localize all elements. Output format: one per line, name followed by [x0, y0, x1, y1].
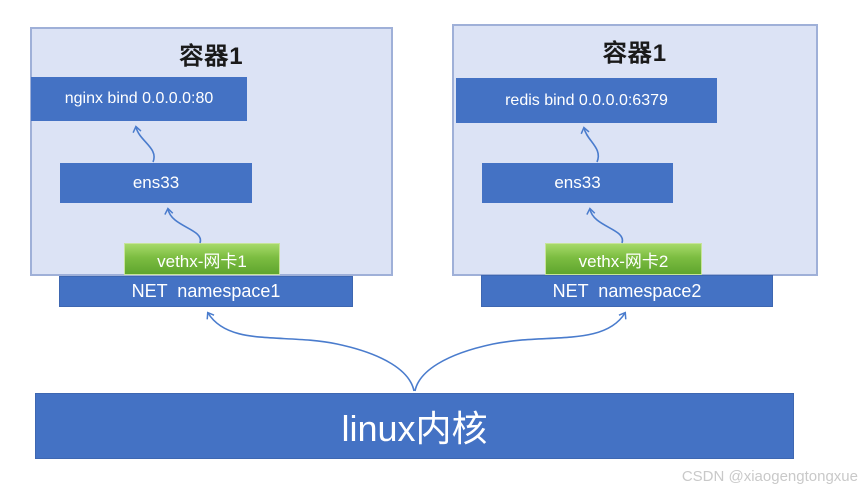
veth2-box: vethx-网卡2 — [545, 243, 702, 275]
arrow-kernel-to-namespace2-icon — [414, 311, 627, 392]
redis-bind-box: redis bind 0.0.0.0:6379 — [456, 78, 717, 123]
nginx-bind-box: nginx bind 0.0.0.0:80 — [31, 77, 247, 121]
linux-kernel-box: linux内核 — [35, 393, 794, 459]
watermark: CSDN @xiaogengtongxue — [681, 468, 858, 485]
ens33-label-right: ens33 — [554, 173, 601, 192]
net-namespace1-label: NET namespace1 — [131, 281, 281, 301]
veth1-label: vethx-网卡1 — [157, 251, 247, 271]
linux-kernel-label: linux内核 — [341, 408, 488, 449]
arrow-kernel-to-namespace1-icon — [206, 311, 415, 392]
net-namespace1-box: NET namespace1 — [59, 276, 353, 307]
container-2-title: 容器1 — [602, 40, 668, 67]
ens33-label-left: ens33 — [132, 173, 180, 192]
nginx-bind-label: nginx bind 0.0.0.0:80 — [64, 90, 214, 107]
veth2-label: vethx-网卡2 — [578, 251, 669, 271]
redis-bind-label: redis bind 0.0.0.0:6379 — [505, 91, 668, 109]
container-2-box: 容器1 — [452, 24, 818, 276]
container-1-box: 容器1 — [30, 27, 393, 276]
veth1-box: vethx-网卡1 — [124, 243, 280, 275]
net-namespace2-label: NET namespace2 — [552, 280, 702, 301]
net-namespace2-box: NET namespace2 — [481, 275, 773, 307]
container-1-title: 容器1 — [179, 43, 244, 70]
ens33-box-left: ens33 — [60, 163, 252, 203]
ens33-box-right: ens33 — [482, 163, 673, 203]
